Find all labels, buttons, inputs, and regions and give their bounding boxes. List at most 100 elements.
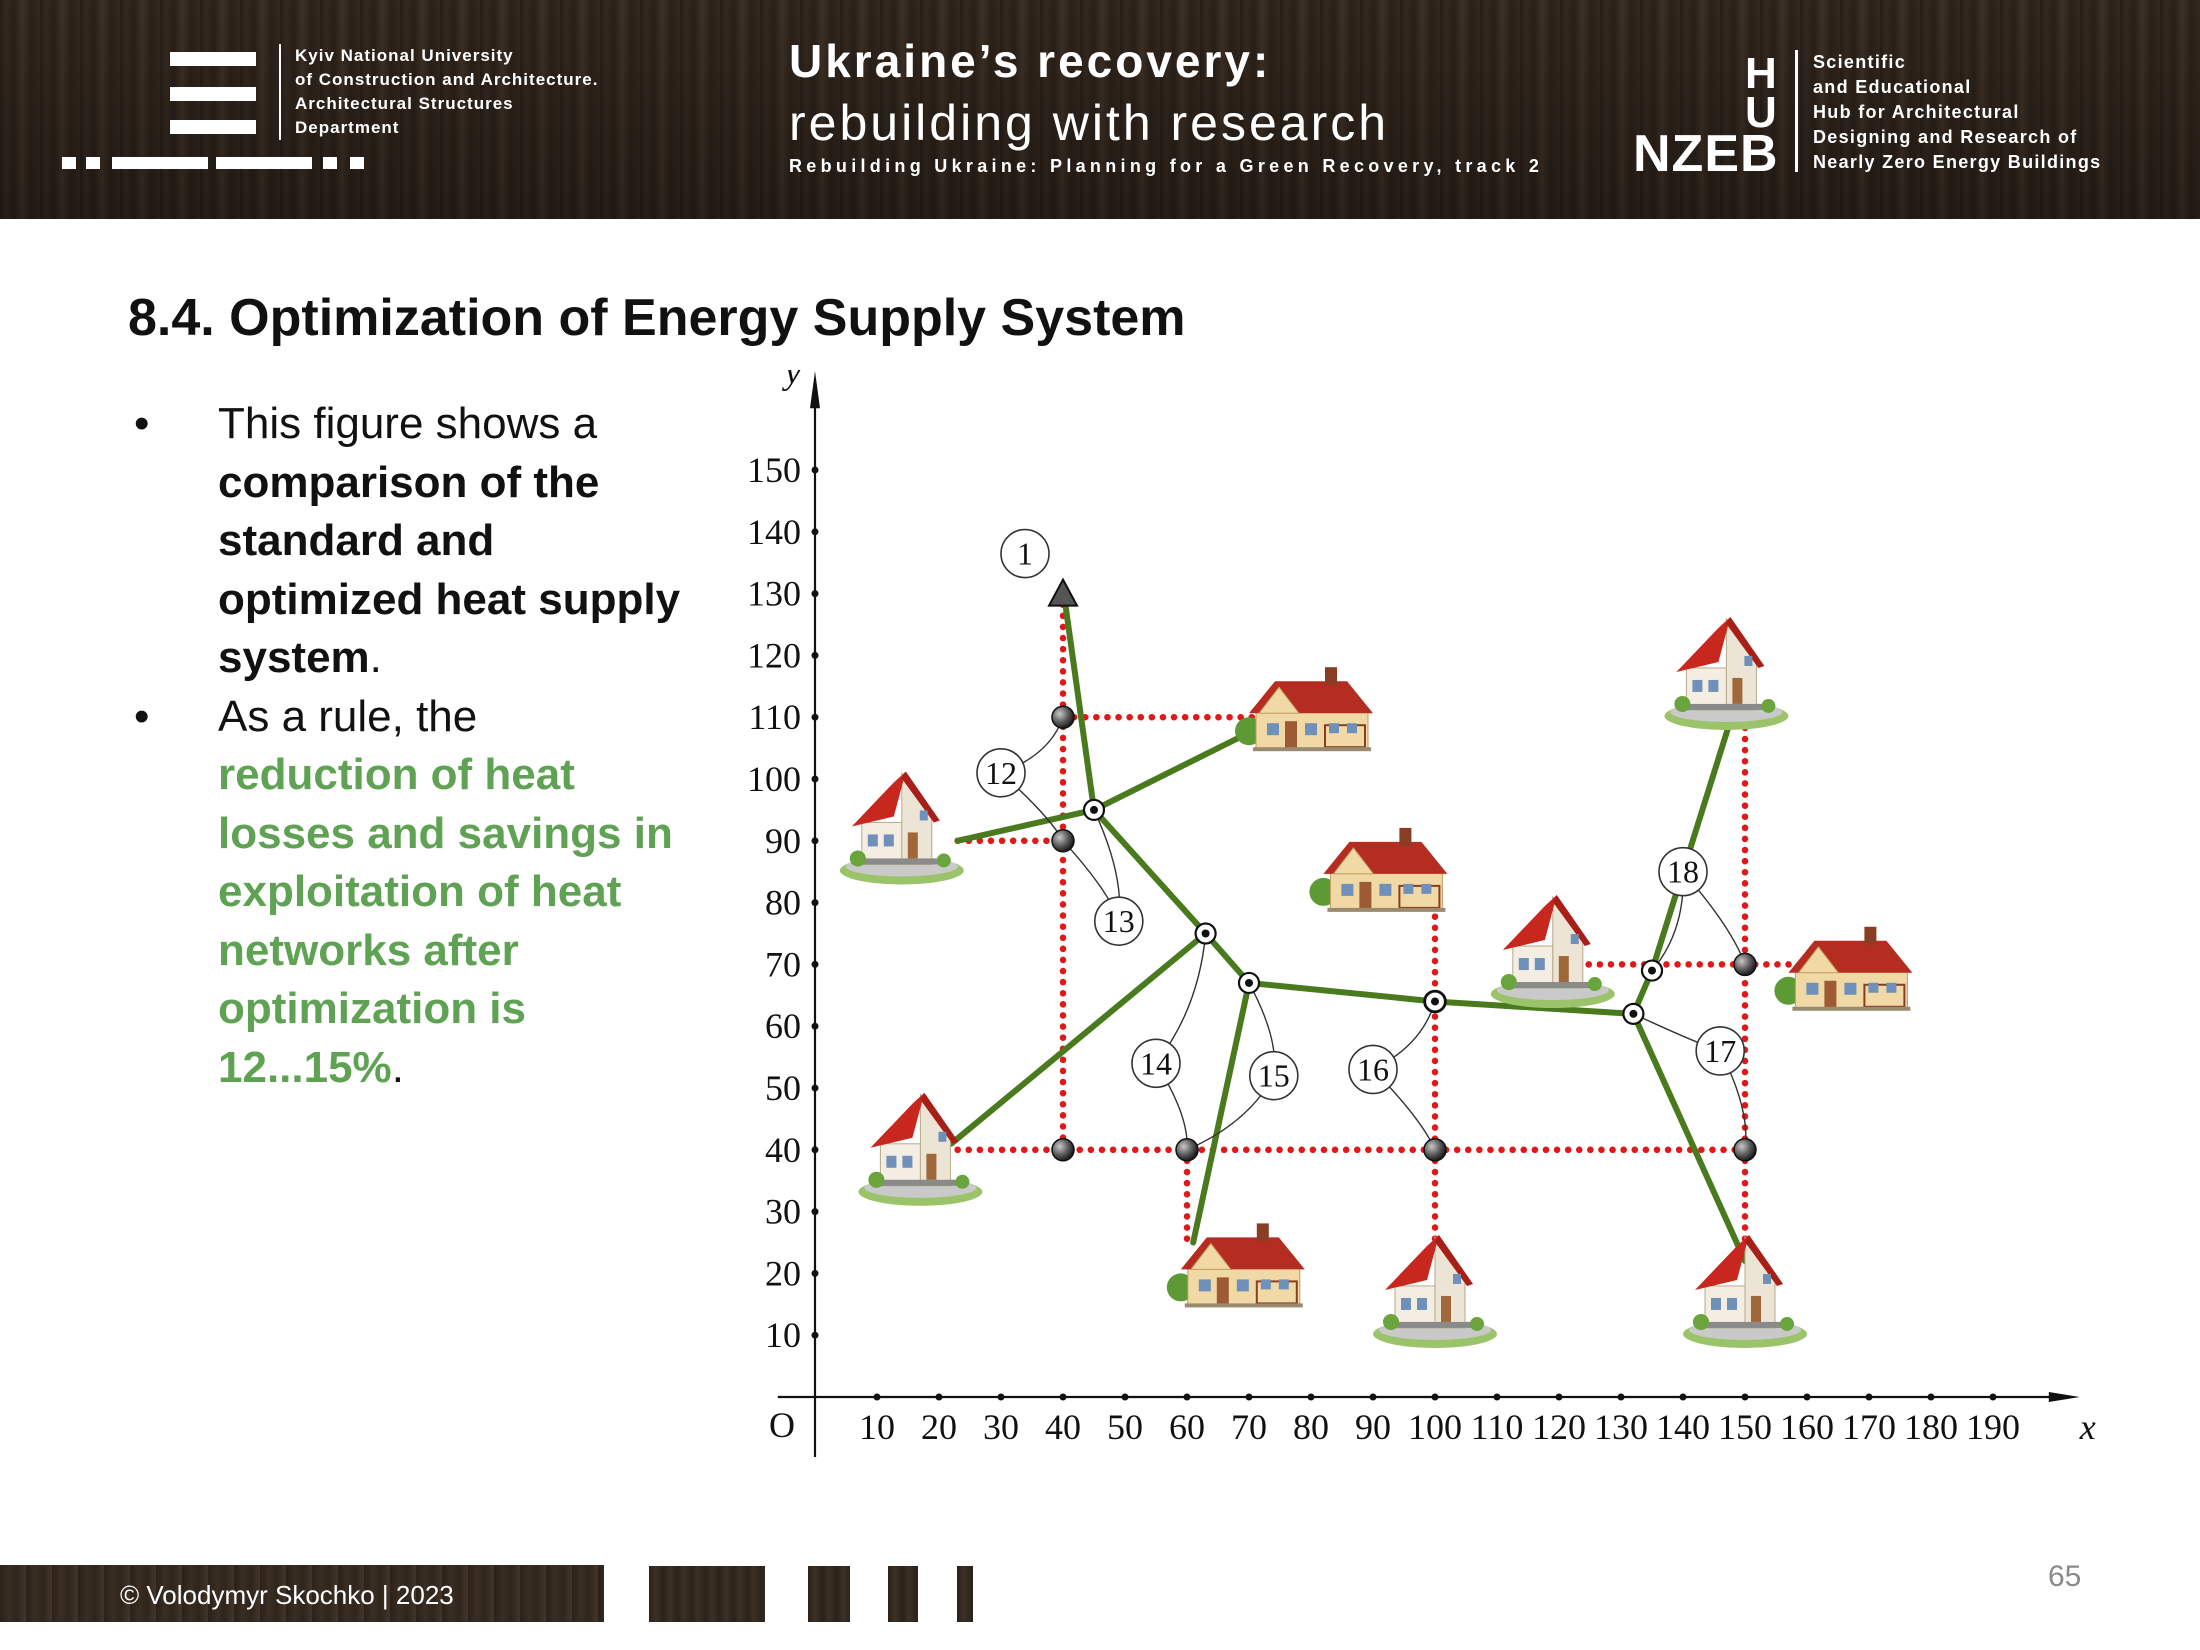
y-tick-mark <box>811 837 819 845</box>
house-roof <box>870 1092 925 1148</box>
house-icon <box>858 1092 983 1206</box>
optimized-pipe <box>1246 979 1438 1005</box>
shrub <box>1780 1316 1794 1331</box>
y-tick-label: 20 <box>765 1253 801 1293</box>
x-tick-mark <box>1121 1393 1129 1401</box>
house-step <box>1699 1321 1791 1328</box>
house-icon <box>1309 827 1448 912</box>
house-roof-edge <box>1435 1234 1473 1286</box>
callout-label: 14 <box>1140 1045 1172 1081</box>
house-roof-edge <box>1745 1234 1783 1286</box>
house-roof <box>1385 1234 1439 1290</box>
x-tick-label: 190 <box>1966 1407 2020 1447</box>
x-tick-label: 80 <box>1293 1407 1329 1447</box>
house-step <box>1680 703 1773 710</box>
x-tick-mark <box>873 1393 881 1401</box>
y-tick-label: 40 <box>765 1130 801 1170</box>
optimized-node-center <box>1629 1009 1638 1018</box>
house-window <box>1518 958 1529 971</box>
y-tick-mark <box>811 713 819 721</box>
callout-label: 16 <box>1357 1051 1389 1087</box>
standard-node <box>1051 829 1075 853</box>
university-name: Kyiv National University of Construction… <box>279 44 635 140</box>
house-step <box>874 1179 967 1186</box>
header-subtitle: Rebuilding Ukraine: Planning for a Green… <box>789 156 1544 176</box>
y-tick-mark <box>811 1208 819 1216</box>
x-tick-label: 100 <box>1408 1407 1462 1447</box>
house-icon <box>1166 1223 1305 1308</box>
x-tick-label: 180 <box>1904 1407 1958 1447</box>
x-tick-mark <box>1369 1393 1377 1401</box>
optimized-pipe <box>1091 806 1209 937</box>
house-base <box>1184 1303 1303 1308</box>
house-window <box>902 1155 913 1168</box>
y-axis-arrow <box>810 371 820 409</box>
shrub <box>849 850 866 867</box>
house-door <box>1732 677 1743 704</box>
house-door <box>1285 721 1297 750</box>
heat-source-marker <box>1047 577 1079 607</box>
bullet-item: • This figure shows a comparison of the … <box>128 395 688 688</box>
callout-label-circle <box>1131 1038 1181 1089</box>
y-tick-mark <box>811 466 819 474</box>
house-step <box>1506 982 1599 989</box>
house-window <box>919 810 928 821</box>
house-window <box>1401 1297 1411 1310</box>
house-roof-edge <box>901 771 940 823</box>
house-icon <box>1664 616 1789 730</box>
y-tick-label: 80 <box>765 883 801 923</box>
x-axis-arrow <box>2048 1392 2080 1402</box>
chimney <box>1256 1223 1269 1242</box>
house-window <box>1570 934 1579 945</box>
x-tick-mark <box>1617 1393 1625 1401</box>
optimized-pipe <box>1060 584 1097 813</box>
x-axis-label: x <box>2079 1407 2096 1447</box>
y-tick-label: 100 <box>747 759 801 799</box>
house-roof <box>1676 616 1731 672</box>
house-window <box>1453 1273 1461 1284</box>
y-tick-label: 50 <box>765 1068 801 1108</box>
optimized-pipe <box>1432 998 1637 1017</box>
shrub <box>1470 1316 1484 1331</box>
x-tick-mark <box>1307 1393 1315 1401</box>
y-tick-label: 90 <box>765 821 801 861</box>
house-window <box>1329 723 1339 734</box>
house-window <box>1763 1273 1771 1284</box>
house-icon <box>839 771 964 885</box>
house-window <box>1692 679 1703 692</box>
callout-label-circle <box>1658 846 1708 897</box>
y-tick-mark <box>811 590 819 598</box>
optimized-node-center <box>1245 978 1253 987</box>
house-window <box>1711 1297 1721 1310</box>
house-icon <box>1683 1234 1807 1348</box>
y-tick-mark <box>811 899 819 907</box>
chimney <box>1399 827 1412 846</box>
house-window <box>1267 723 1279 736</box>
y-tick-label: 150 <box>747 450 801 490</box>
house-window <box>1198 1279 1211 1292</box>
house-window <box>1421 883 1432 894</box>
standard-node <box>1733 952 1757 977</box>
house-window <box>1278 1279 1289 1290</box>
standard-node <box>1175 1138 1199 1162</box>
callout-label: 12 <box>985 755 1017 791</box>
slide-heading: 8.4. Optimization of Energy Supply Syste… <box>128 289 1186 347</box>
house-door <box>1216 1277 1229 1306</box>
callout-label: 13 <box>1103 903 1135 939</box>
house-door <box>1824 980 1837 1009</box>
house-base <box>1792 1006 1911 1011</box>
header-title: Ukraine’s recovery: <box>789 35 1272 87</box>
callout-label: 15 <box>1258 1058 1290 1094</box>
x-tick-label: 60 <box>1169 1407 1205 1447</box>
standard-node <box>1423 1138 1447 1162</box>
shrub <box>1500 974 1517 991</box>
y-tick-label: 10 <box>765 1315 801 1355</box>
house-base <box>1253 747 1371 752</box>
house-window <box>1806 982 1819 995</box>
optimized-pipe <box>1190 979 1252 1246</box>
x-tick-mark <box>1989 1393 1997 1401</box>
shrub <box>1693 1313 1709 1330</box>
x-tick-mark <box>1183 1393 1191 1401</box>
house-roof-edge <box>920 1092 959 1144</box>
x-tick-label: 70 <box>1231 1407 1267 1447</box>
